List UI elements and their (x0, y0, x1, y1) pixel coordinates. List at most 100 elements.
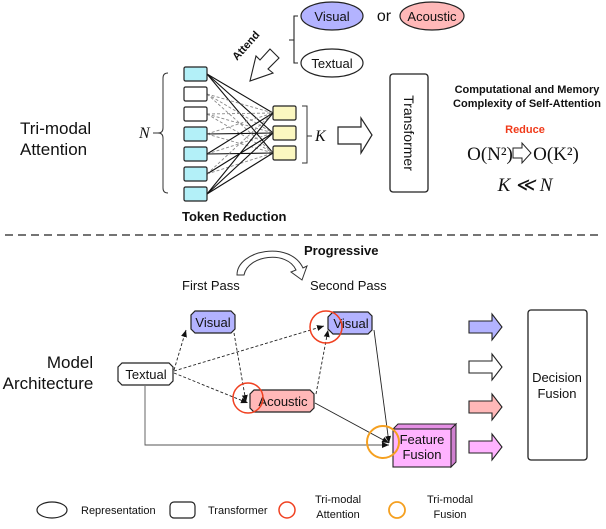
k-brace (302, 105, 312, 164)
legend-fusion-label-1: Tri-modal (427, 494, 473, 506)
input-token (183, 186, 208, 202)
legend-attention-label-1: Tri-modal (315, 494, 361, 506)
token-connection-line (206, 112, 274, 195)
feature-fusion-node (391, 422, 458, 469)
complexity-to: O(K²) (533, 144, 579, 165)
output-arrow-fusion-icon (468, 432, 503, 462)
token-connection-line (206, 93, 274, 134)
n-symbol: N (138, 125, 151, 142)
complexity-title-1: Computational and Memory (455, 84, 601, 96)
token-connection-line (206, 112, 274, 175)
complexity-from: O(N²) (467, 144, 513, 165)
legend-representation-label: Representation (81, 505, 156, 517)
transformer-label: Transformer (401, 95, 417, 171)
textual-node (117, 362, 174, 386)
visual-first-pass-label: Visual (195, 315, 230, 330)
token-connection-line (206, 112, 274, 115)
acoustic-node-label: Acoustic (258, 394, 308, 409)
token-connection-line (206, 133, 274, 154)
edge-textual-to-fusion (144, 386, 389, 448)
tri-modal-attention-label-1: Tri-modal (20, 119, 91, 138)
feature-fusion-label-2: Fusion (402, 447, 441, 462)
input-token (183, 106, 208, 122)
edge-visual1-to-acoustic (233, 332, 248, 403)
acoustic-node (249, 389, 315, 413)
token-connection-line (206, 152, 274, 195)
decision-fusion-block (527, 309, 588, 461)
input-token (183, 166, 208, 182)
edge-acoustic-to-visual2 (315, 329, 330, 395)
output-arrow-acoustic-icon (468, 392, 503, 422)
input-tokens (183, 66, 208, 202)
input-token (183, 146, 208, 162)
textual-representation (300, 48, 364, 78)
k-symbol: K (314, 128, 327, 145)
n-brace (157, 72, 169, 194)
token-connection-line (206, 73, 274, 134)
token-connection-line (206, 112, 274, 135)
modality-bracket (289, 15, 298, 64)
reduce-label: Reduce (505, 124, 545, 136)
textual-node-label: Textual (125, 367, 166, 382)
input-token (183, 126, 208, 142)
model-architecture-label-2: Architecture (3, 374, 94, 393)
reduced-token (272, 145, 297, 161)
to-transformer-arrow-icon (337, 115, 373, 156)
token-connection-line (206, 152, 274, 175)
legend-attention-icon (278, 501, 296, 519)
architecture-edges (144, 325, 392, 448)
tri-modal-fusion-circle (366, 425, 400, 459)
token-reduction-lines (206, 73, 274, 195)
constraint-label: K ≪ N (497, 175, 554, 196)
edge-acoustic-to-fusion (314, 402, 390, 444)
token-connection-line (206, 112, 274, 155)
first-pass-label: First Pass (182, 278, 240, 293)
visual-modality-label: Visual (314, 9, 349, 24)
legend-transformer-icon (169, 501, 196, 519)
edge-visual2-to-fusion (373, 329, 392, 444)
complexity-title-2: Complexity of Self-Attention (453, 98, 601, 110)
reduced-token (272, 125, 297, 141)
transformer-block (389, 73, 429, 193)
edge-textual-to-acoustic (173, 372, 249, 404)
legend-fusion-icon (388, 501, 406, 519)
edge-textual-to-visual1 (173, 329, 187, 371)
visual-first-pass-node (190, 310, 236, 334)
reduced-token (272, 105, 297, 121)
legend-attention-label-2: Attention (316, 509, 359, 521)
tri-modal-attention-circle-visual (309, 310, 343, 344)
decision-fusion-label-2: Fusion (537, 386, 576, 401)
token-connection-line (206, 73, 274, 114)
decision-fusion-label-1: Decision (532, 370, 582, 385)
legend-transformer-label: Transformer (208, 505, 268, 517)
attend-arrow-icon (249, 48, 280, 82)
progressive-label: Progressive (304, 243, 378, 258)
output-arrow-visual-icon (468, 312, 503, 342)
output-arrows (468, 312, 503, 462)
tri-modal-attention-circle-acoustic (232, 382, 264, 414)
token-connection-line (206, 113, 274, 134)
tri-modal-attention-label-2: Attention (20, 140, 87, 159)
textual-modality-label: Textual (311, 56, 352, 71)
legend-fusion-label-2: Fusion (433, 509, 466, 521)
reduced-tokens (272, 105, 297, 161)
legend-representation-icon (36, 501, 68, 519)
output-arrow-textual-icon (468, 352, 503, 382)
token-connection-line (206, 93, 274, 114)
token-connection-line (206, 132, 274, 195)
token-reduction-label: Token Reduction (182, 209, 287, 224)
visual-representation (300, 1, 364, 31)
input-token (183, 86, 208, 102)
reduce-arrow-icon (512, 141, 532, 165)
acoustic-modality-label: Acoustic (407, 9, 457, 24)
acoustic-representation (399, 1, 465, 31)
progressive-arrow-icon (236, 250, 308, 281)
or-label: or (377, 8, 392, 25)
feature-fusion-label-1: Feature (400, 432, 445, 447)
input-token (183, 66, 208, 82)
token-connection-line (206, 113, 274, 154)
edge-textual-to-visual2 (173, 325, 325, 372)
token-connection-line (206, 132, 274, 155)
model-architecture-label-1: Model (47, 353, 93, 372)
